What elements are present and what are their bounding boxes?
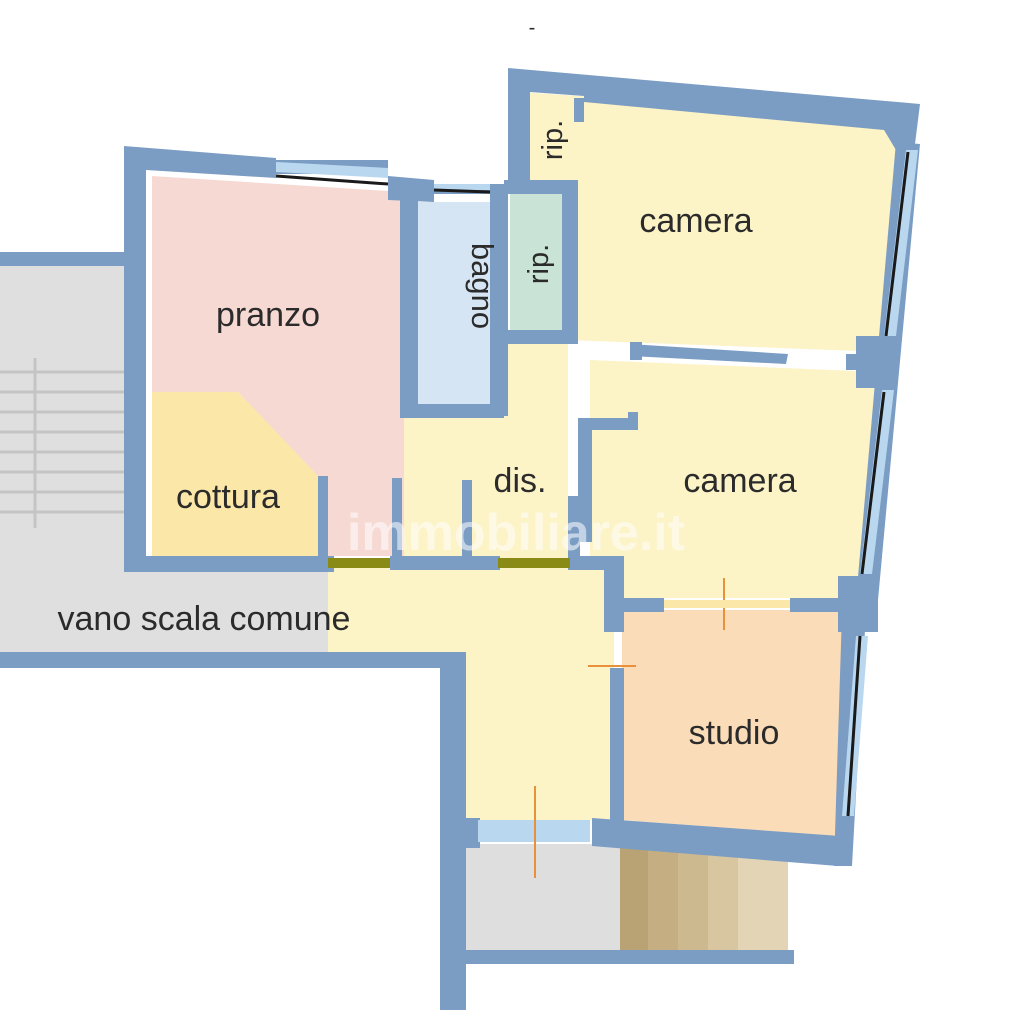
rip-2-floor (510, 194, 564, 334)
window-pranzo (276, 162, 388, 178)
room-label-studio: studio (689, 714, 780, 752)
room-label-pranzo: pranzo (216, 296, 320, 334)
camera-2-floor (590, 360, 880, 598)
room-label-cottura: cottura (176, 478, 280, 516)
watermark-logo: immobiliare.it (347, 504, 685, 562)
pranzo-floor (152, 176, 404, 556)
bagno-floor (416, 202, 504, 416)
room-label-camera-1: camera (639, 202, 752, 240)
stair-treads (0, 358, 124, 528)
area-label-vano-scala: vano scala comune (58, 600, 351, 638)
camera-1-floor (520, 92, 906, 352)
windows (275, 150, 918, 842)
cottura-floor (152, 392, 318, 556)
doors (328, 558, 790, 878)
window-bagno (434, 184, 490, 190)
entrance-door-left (328, 558, 390, 568)
room-label-bagno: bagno (465, 243, 500, 329)
stair-area (0, 262, 328, 654)
room-label-rip-green: rip. (523, 244, 555, 284)
room-label-dis: dis. (494, 462, 547, 500)
room-label-rip-upper: rip. (537, 120, 569, 160)
room-label-camera-2: camera (683, 462, 796, 500)
balcony-area (464, 844, 788, 954)
walls (0, 68, 920, 1010)
corridor-floor (328, 335, 614, 820)
rip-1-floor (522, 96, 572, 180)
entrance-door-right (498, 558, 570, 568)
header-mark: - (529, 17, 536, 39)
studio-floor (622, 610, 852, 836)
